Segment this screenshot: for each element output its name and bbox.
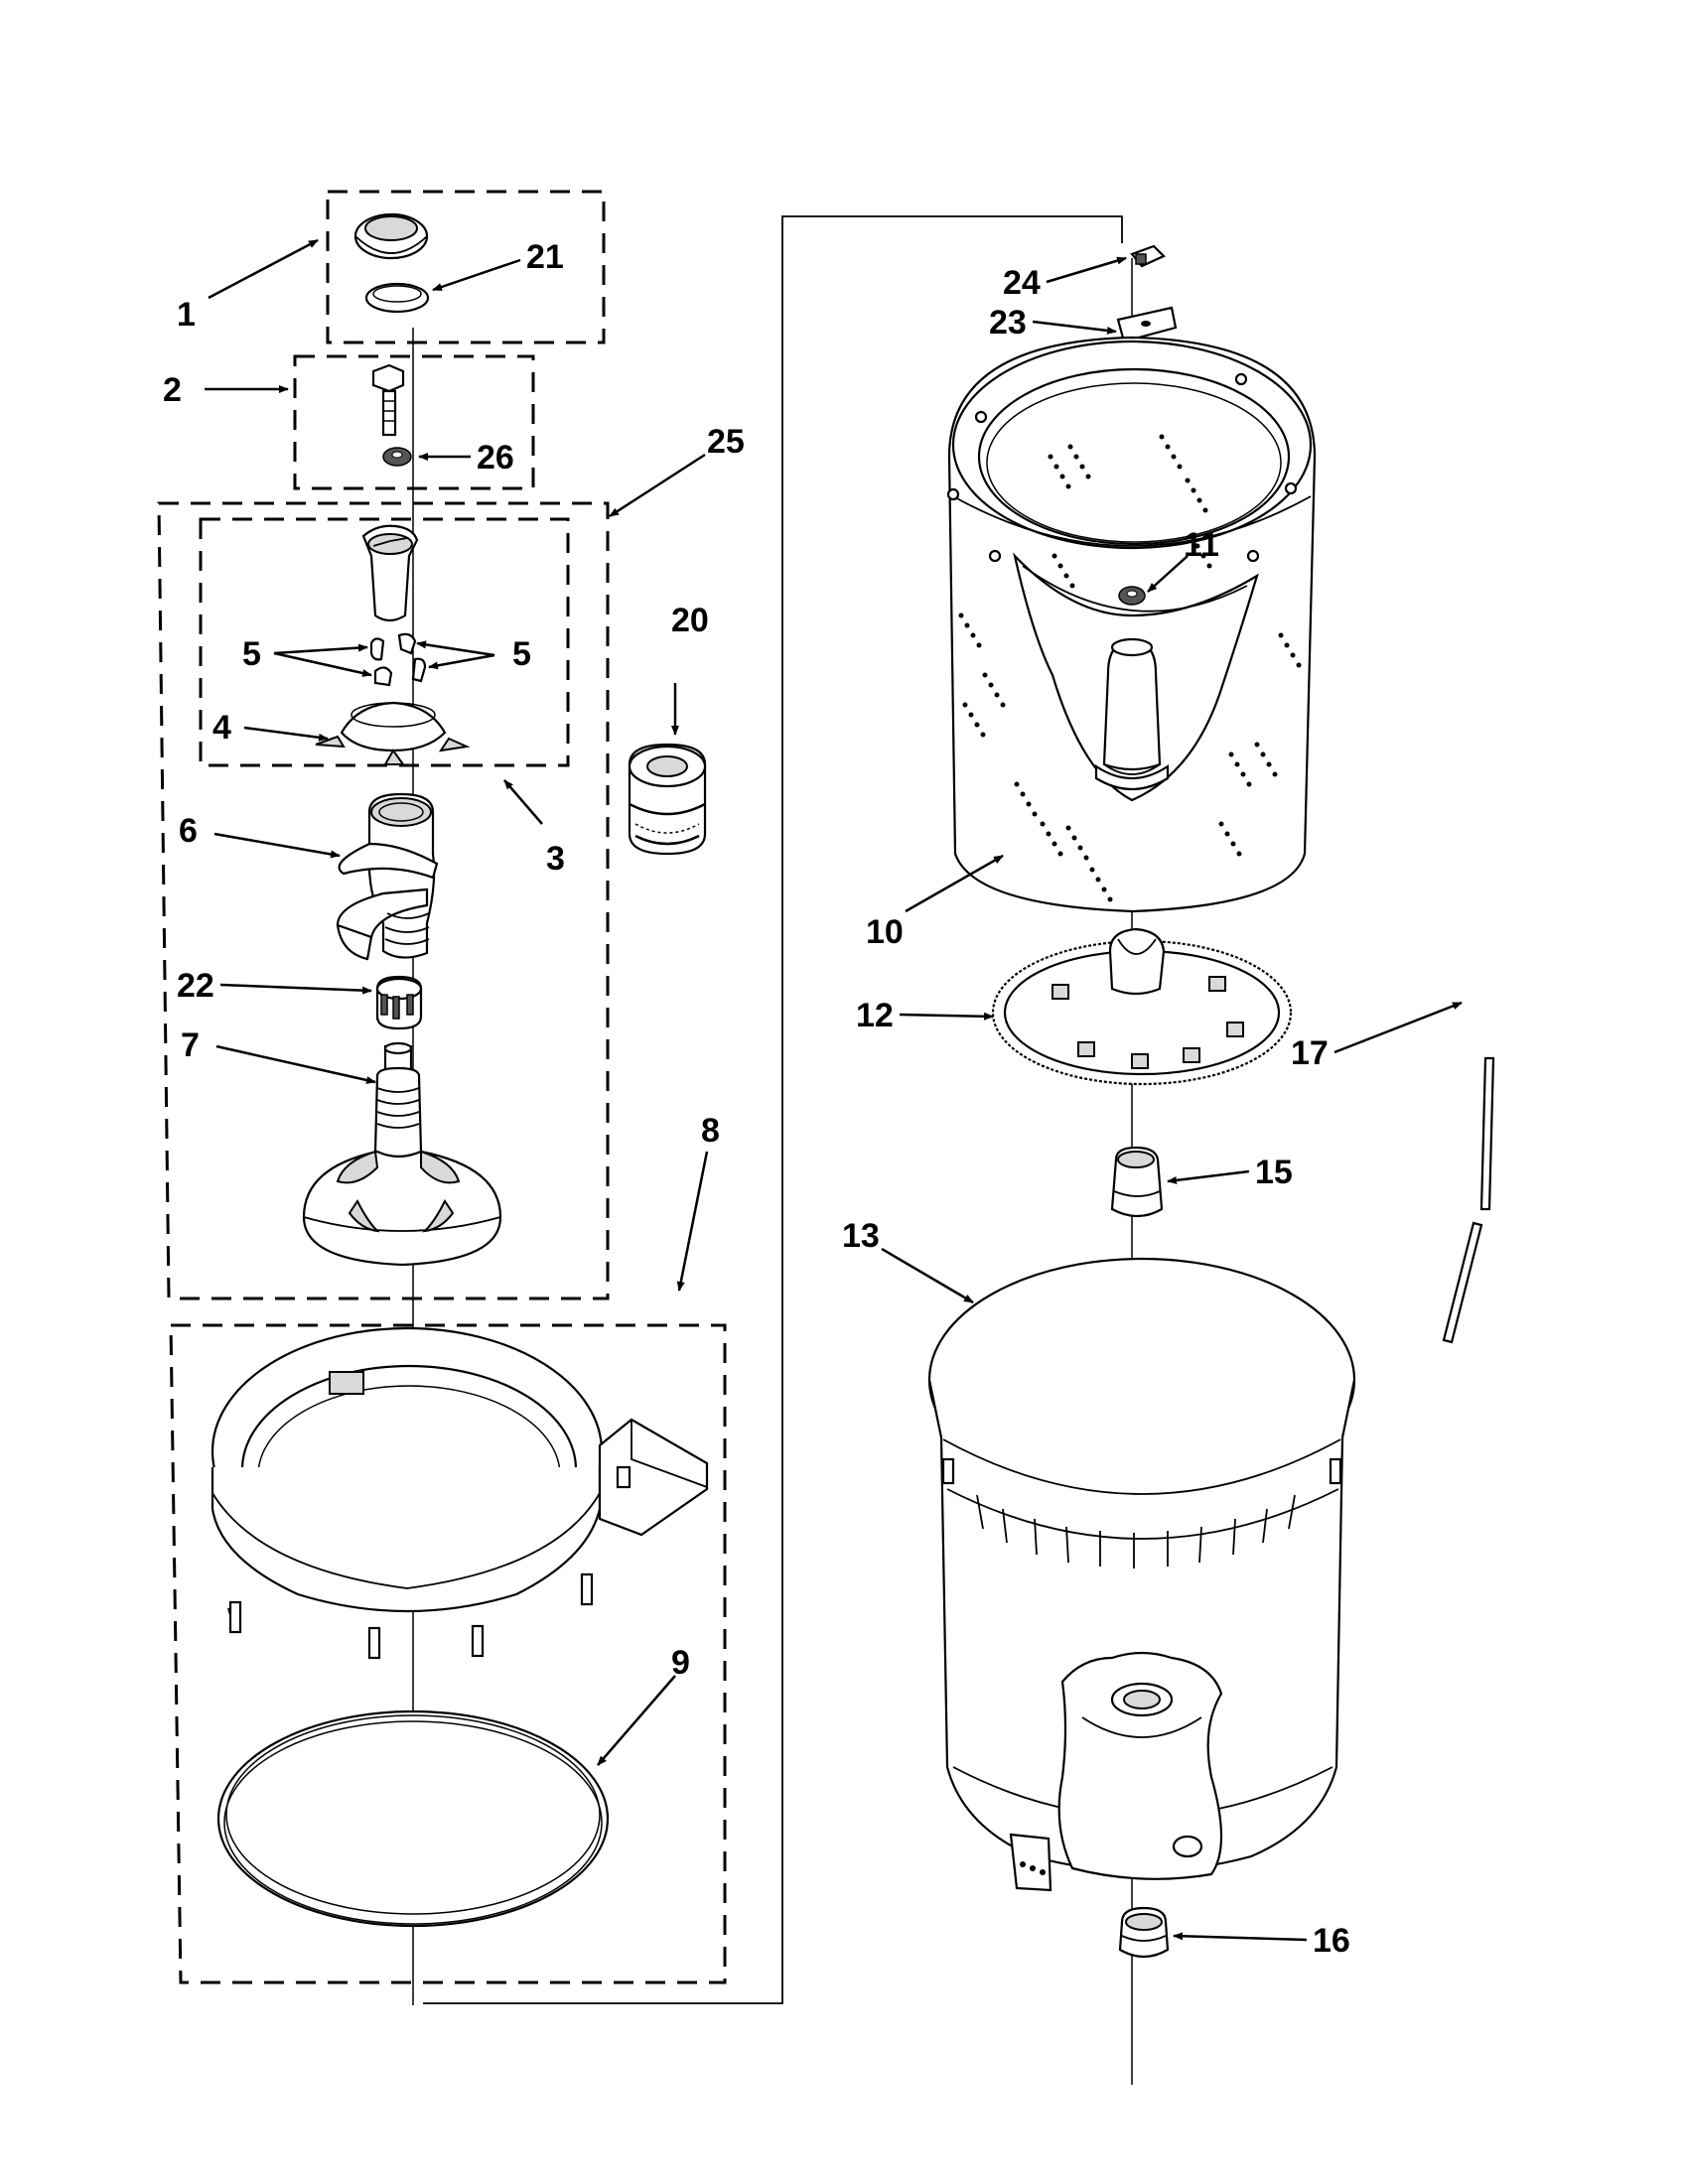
part-9-ring xyxy=(216,1709,610,1928)
part-7-agitator-base xyxy=(302,1041,502,1267)
callout-23: 23 xyxy=(989,304,1027,341)
part-6-auger xyxy=(336,792,439,961)
callout-10: 10 xyxy=(866,913,904,951)
leader-arrows xyxy=(205,238,1463,1942)
callout-21: 21 xyxy=(526,238,564,276)
part-21-o-ring xyxy=(364,282,430,314)
callout-17: 17 xyxy=(1291,1034,1329,1072)
part-5-agitator-dogs xyxy=(369,632,427,687)
callout-12: 12 xyxy=(856,997,894,1034)
callout-25: 25 xyxy=(707,423,745,461)
callout-1: 1 xyxy=(177,296,196,334)
part-13-outer-tub xyxy=(927,1257,1356,1892)
part-15-bushing xyxy=(1110,1146,1164,1218)
callout-13: 13 xyxy=(842,1217,880,1255)
part-16-drain-fitting xyxy=(1118,1906,1170,1959)
callout-11: 11 xyxy=(1184,526,1219,564)
part-26-washer xyxy=(382,447,412,467)
part-10-spin-basket xyxy=(946,336,1317,913)
part-20-bearing xyxy=(628,743,707,856)
part-22-drive-bell xyxy=(375,975,423,1030)
part-2-bolt xyxy=(371,363,405,437)
part-17-hose xyxy=(1442,1056,1495,1344)
callout-15: 15 xyxy=(1255,1154,1293,1191)
callout-9: 9 xyxy=(671,1644,690,1682)
callout-16: 16 xyxy=(1313,1922,1350,1960)
callout-7: 7 xyxy=(181,1026,200,1064)
callout-2: 2 xyxy=(163,371,182,409)
part-24-clip xyxy=(1130,244,1166,268)
part-12-drive-hub xyxy=(991,927,1293,1086)
callout-24: 24 xyxy=(1003,264,1041,302)
group-box-8 xyxy=(169,1323,727,1984)
part-1-agitator-cap xyxy=(353,212,429,260)
callout-26: 26 xyxy=(477,439,514,477)
callout-labels: 1 21 2 26 25 5 5 4 3 20 6 22 7 8 9 10 11… xyxy=(163,238,1350,1960)
callout-3: 3 xyxy=(546,840,565,878)
part-23-bracket xyxy=(1116,306,1178,349)
part-8-hub-seal-housing xyxy=(210,1326,709,1660)
callout-5-left: 5 xyxy=(242,635,261,673)
callout-6: 6 xyxy=(179,812,198,850)
group-box-1 xyxy=(326,190,606,344)
callout-22: 22 xyxy=(177,967,214,1005)
callout-20: 20 xyxy=(671,602,709,639)
group-box-25 xyxy=(157,501,610,1300)
callout-5-right: 5 xyxy=(512,635,531,673)
callout-4: 4 xyxy=(212,709,231,747)
callout-8: 8 xyxy=(701,1112,720,1150)
part-4-dog-retainer xyxy=(315,701,471,765)
part-3-agitator-cam xyxy=(361,524,419,622)
group-box-2 xyxy=(293,354,535,490)
part-11-nut xyxy=(1118,586,1146,606)
